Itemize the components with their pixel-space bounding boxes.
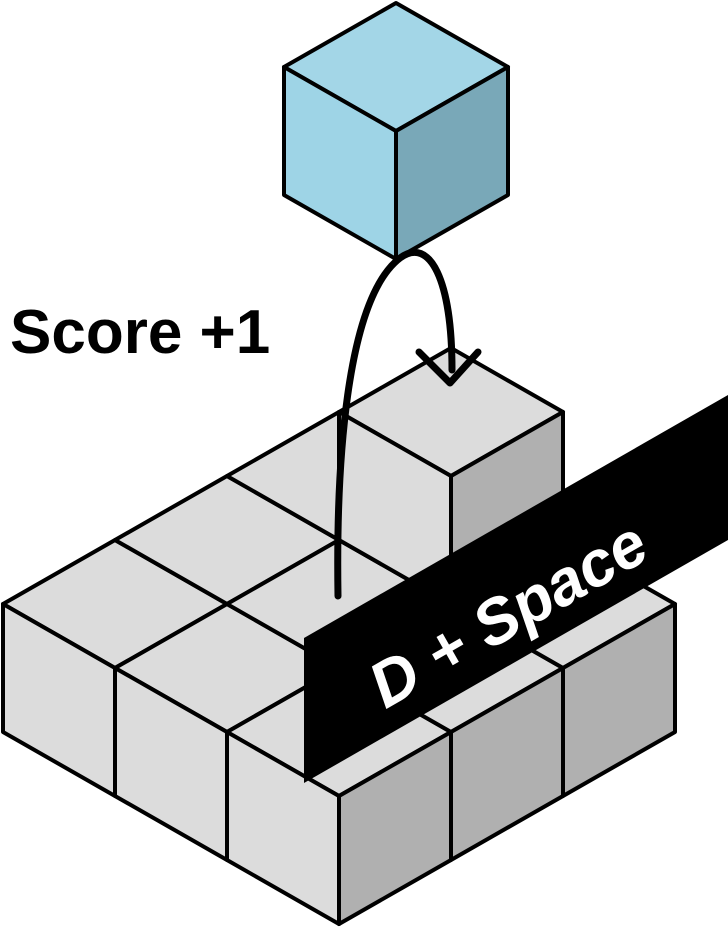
block-right-face: [561, 602, 677, 798]
curved-jump-arrow-icon: [334, 249, 482, 600]
player-cube-right-face: [394, 65, 510, 261]
block-platform: [1, 346, 677, 926]
score-label: Score +1: [10, 298, 270, 367]
key-banner: [304, 395, 728, 783]
player-cube: [282, 1, 510, 261]
